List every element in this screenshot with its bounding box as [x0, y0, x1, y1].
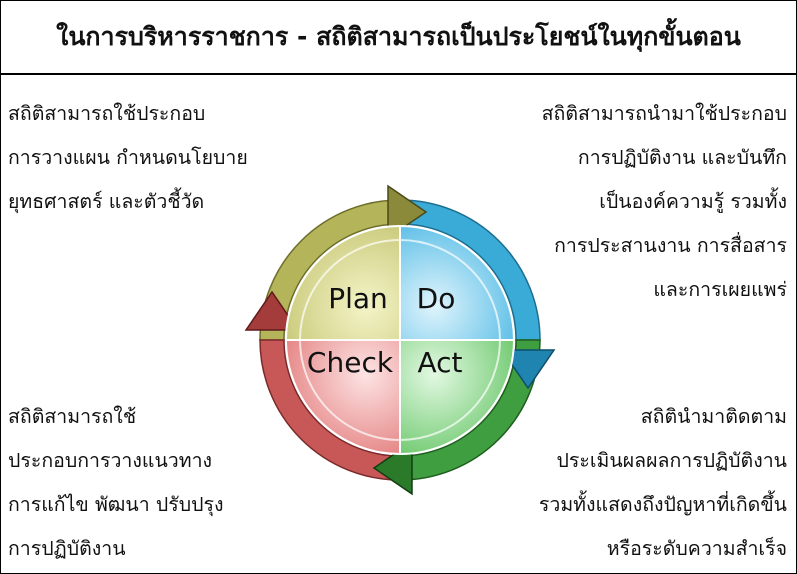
check-quadrant [284, 339, 401, 456]
check-label: Check [307, 346, 394, 379]
do-description-line: เป็นองค์ความรู้ รวมทั้ง [599, 190, 787, 213]
pdca-cycle-diagram: Plan Do Check Act [244, 184, 556, 496]
plan-label: Plan [328, 282, 388, 315]
do-label: Do [417, 282, 456, 315]
check-description-line: ประกอบการวางแนวทาง [8, 449, 213, 472]
plan-quadrant [284, 224, 401, 341]
cycle-ring [244, 184, 556, 496]
act-arrowhead [372, 440, 413, 496]
act-description-line: สถิตินำมาติดตาม [640, 405, 787, 428]
plan-description-line: ยุทธศาสตร์ และตัวชี้วัด [8, 190, 205, 213]
act-label: Act [417, 346, 462, 379]
check-description-line: การปฏิบัติงาน [8, 537, 126, 560]
act-description-line: รวมทั้งแสดงถึงปัญหาที่เกิดขึ้น [538, 493, 787, 516]
act-description-line: ประเมินผลผลการปฏิบัติงาน [556, 449, 787, 472]
check-description-line: การแก้ไข พัฒนา ปรับปรุง [8, 493, 224, 516]
plan-description-line: สถิติสามารถใช้ประกอบ [8, 102, 206, 125]
page-title: ในการบริหารราชการ - สถิติสามารถเป็นประโย… [56, 22, 741, 51]
plan-description: สถิติสามารถใช้ประกอบ การวางแผน กำหนดนโยบ… [8, 92, 248, 224]
check-description: สถิติสามารถใช้ ประกอบการวางแนวทาง การแก้… [8, 395, 224, 571]
check-arrowhead [244, 290, 300, 331]
title-bar: ในการบริหารราชการ - สถิติสามารถเป็นประโย… [1, 1, 796, 75]
plan-arrowhead [387, 184, 428, 240]
quadrants [284, 224, 516, 456]
do-description: สถิติสามารถนำมาใช้ประกอบ การปฏิบัติงาน แ… [542, 92, 787, 312]
act-quadrant [399, 339, 516, 456]
plan-description-line: การวางแผน กำหนดนโยบาย [8, 146, 248, 169]
do-description-line: การปฏิบัติงาน และบันทึก [577, 146, 787, 169]
do-description-line: สถิติสามารถนำมาใช้ประกอบ [541, 102, 787, 125]
do-quadrant [399, 224, 516, 341]
check-description-line: สถิติสามารถใช้ [8, 405, 137, 428]
do-description-line: และการเผยแพร่ [653, 278, 787, 301]
inner-ring [299, 239, 501, 441]
act-description-line: หรือระดับความสำเร็จ [606, 537, 787, 560]
do-description-line: การประสานงาน การสื่อสาร [554, 234, 787, 257]
do-arrowhead [500, 349, 556, 390]
act-description: สถิตินำมาติดตาม ประเมินผลผลการปฏิบัติงาน… [539, 395, 787, 571]
